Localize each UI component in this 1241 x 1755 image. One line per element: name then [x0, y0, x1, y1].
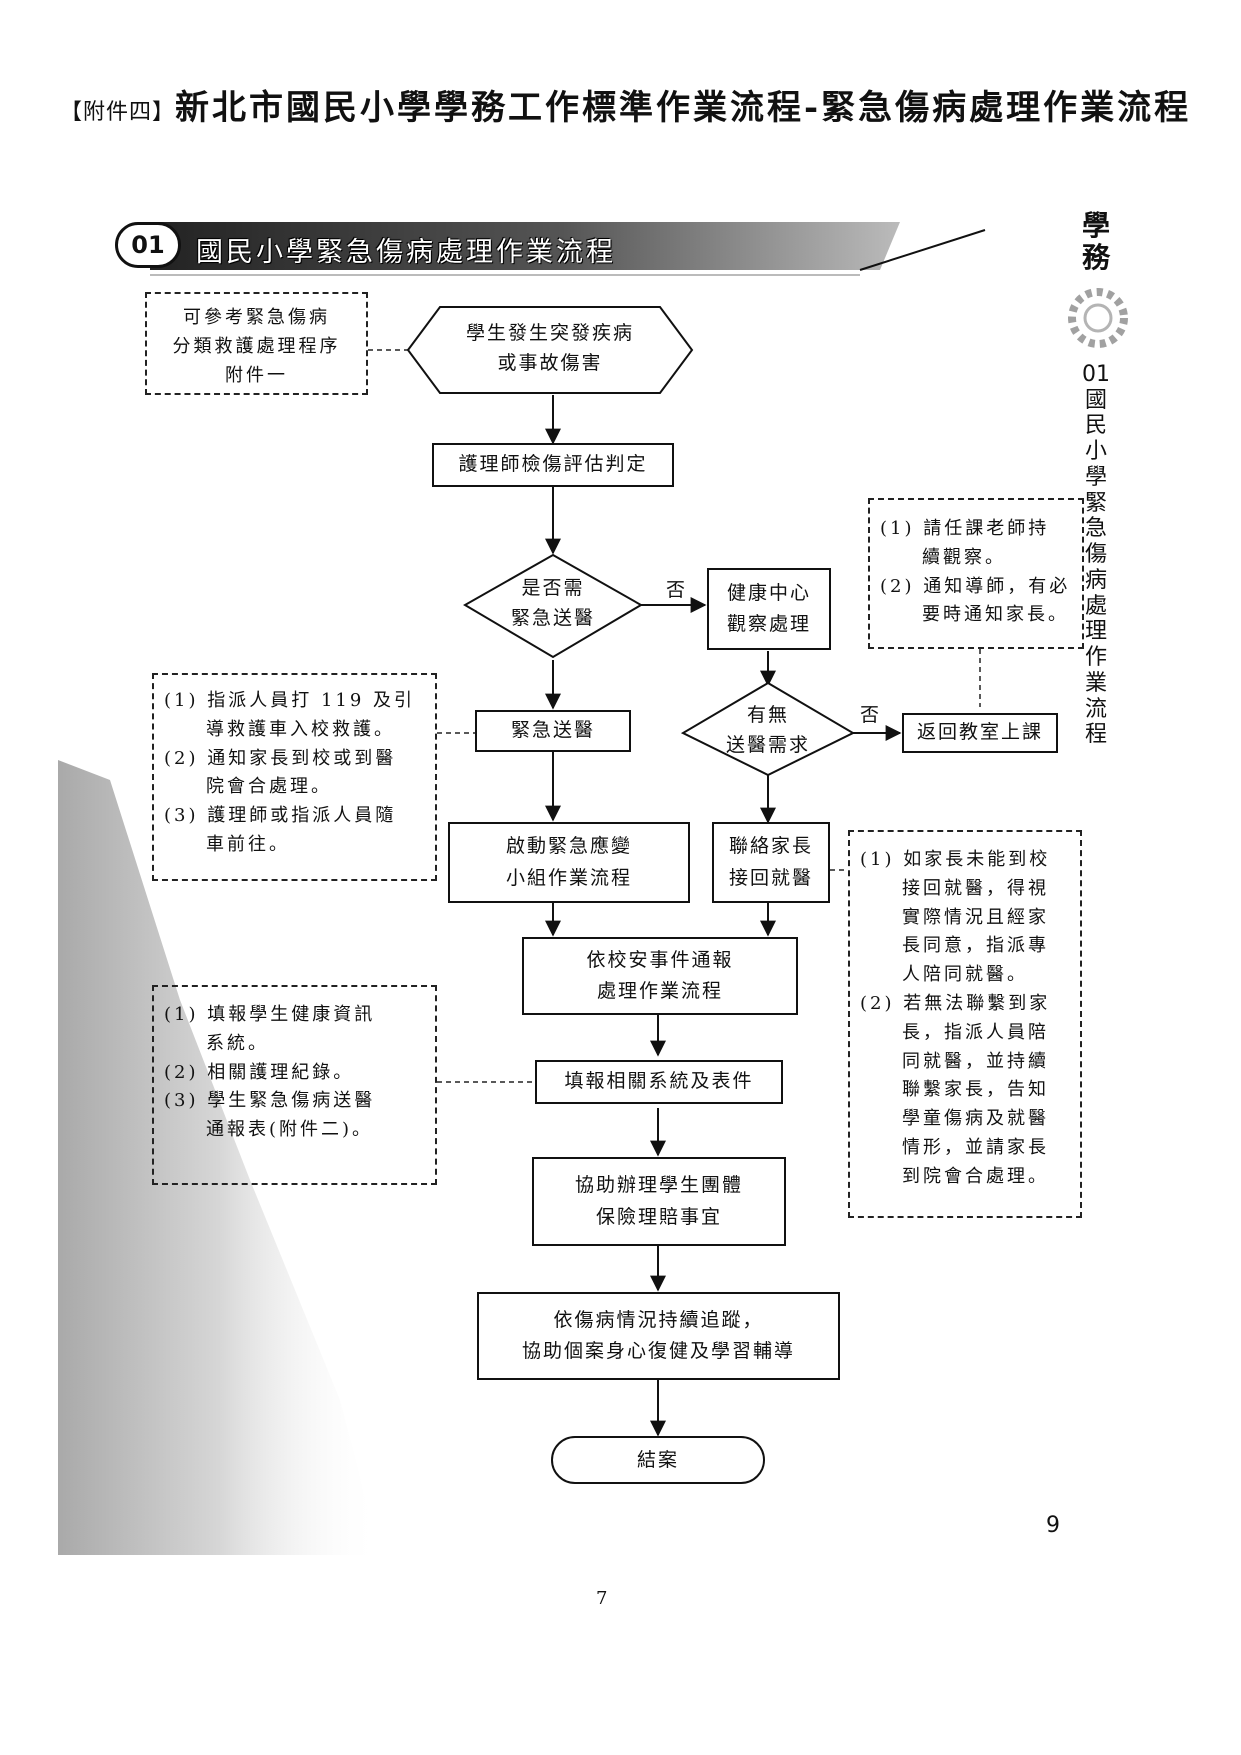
observe-note: (1) 請任課老師持 續觀察。 (2) 通知導師，有必 要時通知家長。	[868, 498, 1084, 649]
decision-hospital-node: 有無 送醫需求	[725, 704, 810, 757]
nurse-assessment-node: 護理師檢傷評估判定	[432, 443, 674, 487]
emergency-note-line: (3) 護理師或指派人員隨	[164, 805, 397, 827]
parent-note: (1) 如家長未能到校 接回就醫，得視 實際情況且經家 長同意，指派專 人陪同就…	[848, 830, 1082, 1218]
parent-note-line: 長同意，指派專	[860, 935, 1049, 957]
forms-note-line: 系統。	[164, 1032, 269, 1054]
parent-note-line: 接回就醫，得視	[860, 877, 1049, 899]
contact-parent-node: 聯絡家長 接回就醫	[712, 822, 830, 903]
footer-page-number: 7	[596, 1588, 608, 1609]
emergency-note-line: (1) 指派人員打 119 及引	[164, 690, 416, 711]
reference-note-line: 附件一	[225, 364, 288, 386]
annex-prefix: 【附件四】	[60, 100, 176, 125]
follow-up-node: 依傷病情況持續追蹤， 協助個案身心復健及學習輔導	[477, 1292, 840, 1380]
safety-report-node: 依校安事件通報 處理作業流程	[522, 937, 798, 1015]
forms-note-line: (3) 學生緊急傷病送醫	[164, 1090, 376, 1112]
parent-note-line: 實際情況且經家	[860, 906, 1049, 928]
section-band	[150, 222, 900, 270]
forms-note: (1) 填報學生健康資訊 系統。 (2) 相關護理紀錄。 (3) 學生緊急傷病送…	[152, 985, 437, 1185]
emergency-note-line: 院會合處理。	[164, 776, 332, 798]
emergency-send-node: 緊急送醫	[475, 710, 631, 752]
start-hexagon-shape	[406, 306, 694, 394]
left-gradient-area	[58, 760, 380, 1555]
fill-forms-node: 填報相關系統及表件	[535, 1060, 783, 1104]
observe-note-line: 續觀察。	[880, 546, 1006, 568]
side-page-number: 9	[1046, 1513, 1060, 1538]
parent-note-line: (1) 如家長未能到校	[860, 849, 1051, 870]
parent-note-line: 人陪同就醫。	[860, 964, 1028, 986]
activate-emergency-team-node: 啟動緊急應變 小組作業流程	[448, 822, 690, 903]
reference-note: 可參考緊急傷病 分類救護處理程序 附件一	[145, 292, 368, 395]
gear-icon	[1068, 288, 1128, 348]
emergency-note: (1) 指派人員打 119 及引 導救護車入校救護。 (2) 通知家長到校或到醫…	[152, 673, 437, 881]
edge-label-no-emergency: 否	[666, 579, 688, 601]
emergency-note-line: 導救護車入校救護。	[164, 718, 395, 740]
forms-note-line: (1) 填報學生健康資訊	[164, 1004, 376, 1025]
section-number-badge: 01	[115, 222, 181, 268]
parent-note-line: 學童傷病及就醫	[860, 1108, 1049, 1130]
end-node: 結案	[636, 1449, 679, 1471]
parent-note-line: 同就醫，並持續	[860, 1050, 1049, 1072]
observe-note-line: (2) 通知導師，有必	[880, 575, 1071, 597]
reference-note-line: 分類救護處理程序	[172, 335, 341, 357]
emergency-note-line: 車前往。	[164, 833, 290, 855]
decision-hospital-shape	[680, 681, 856, 777]
decision-emergency-node: 是否需 緊急送醫	[510, 577, 595, 630]
decision-emergency-shape	[463, 553, 643, 659]
side-section-title: 01 國 民 小 學 緊 急 傷 病 處 理 作 業 流 程	[1082, 362, 1110, 748]
section-title: 國民小學緊急傷病處理作業流程	[196, 237, 616, 268]
edge-label-no-hospital: 否	[860, 704, 882, 726]
return-to-class-node: 返回教室上課	[902, 713, 1058, 753]
side-category-label: 學 務	[1081, 209, 1110, 275]
parent-note-line: 情形，並請家長	[860, 1136, 1049, 1158]
end-terminal-shape	[551, 1436, 765, 1484]
observe-note-line: 要時通知家長。	[880, 604, 1069, 626]
forms-note-line: 通報表(附件二)。	[164, 1119, 374, 1141]
observe-note-line: (1) 請任課老師持	[880, 518, 1050, 539]
parent-note-line: (2) 若無法聯繫到家	[860, 992, 1051, 1014]
document-title-text: 新北市國民小學學務工作標準作業流程-緊急傷病處理作業流程	[175, 88, 1192, 128]
health-center-node: 健康中心 觀察處理	[707, 568, 831, 650]
forms-note-line: (2) 相關護理紀錄。	[164, 1061, 355, 1083]
emergency-note-line: (2) 通知家長到校或到醫	[164, 747, 397, 769]
insurance-node: 協助辦理學生團體 保險理賠事宜	[532, 1157, 786, 1246]
start-node: 學生發生突發疾病 或事故傷害	[465, 322, 634, 375]
parent-note-line: 聯繫家長，告知	[860, 1079, 1049, 1101]
parent-note-line: 長，指派人員陪	[860, 1021, 1049, 1043]
reference-note-line: 可參考緊急傷病	[183, 307, 330, 328]
parent-note-line: 到院會合處理。	[860, 1165, 1049, 1187]
document-title: 【附件四】新北市國民小學學務工作標準作業流程-緊急傷病處理作業流程	[60, 80, 1191, 129]
